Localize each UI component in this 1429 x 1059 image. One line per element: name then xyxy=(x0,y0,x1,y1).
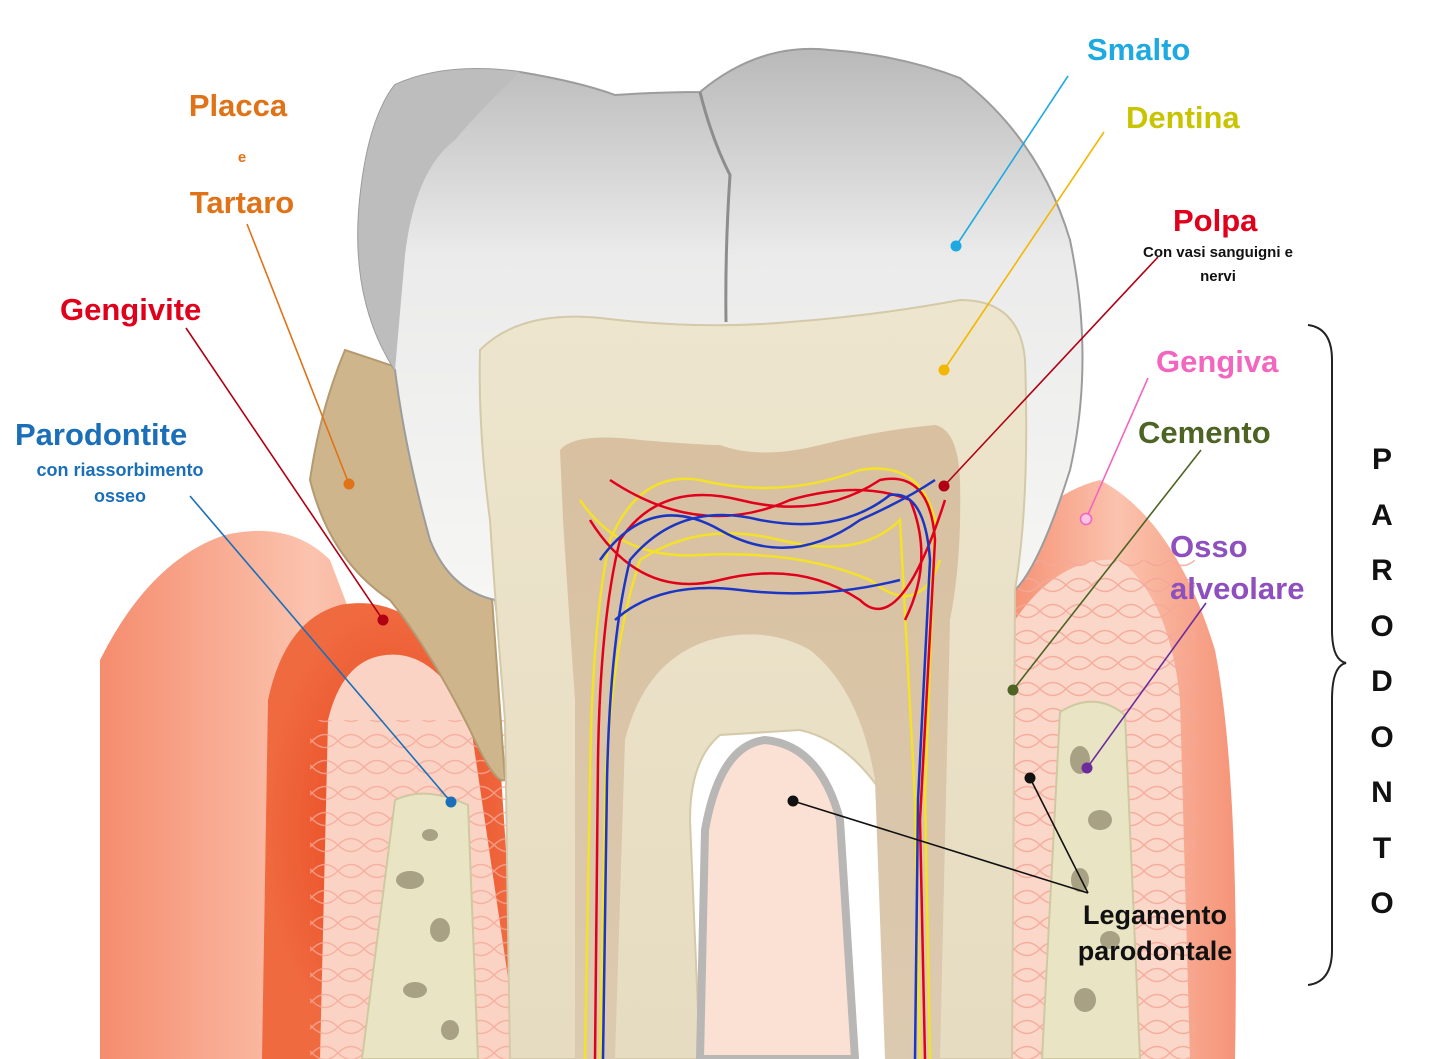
marker-parodontite xyxy=(445,796,457,808)
marker-cemento xyxy=(1007,684,1019,696)
parodonto-letter: N xyxy=(1371,776,1393,809)
label-placca-e: e xyxy=(237,149,247,166)
label-alveolare: alveolare xyxy=(1170,571,1305,606)
label-polpa: Polpa xyxy=(1173,203,1258,238)
label-tartaro: Tartaro xyxy=(189,185,295,220)
parodonto-brace xyxy=(1307,324,1347,986)
marker-dentina xyxy=(938,364,950,376)
leader-gengivite xyxy=(185,327,384,621)
leader-gengiva xyxy=(1085,377,1149,520)
marker-legamento-b xyxy=(1024,772,1036,784)
parodonto-letter: D xyxy=(1371,665,1393,698)
occlusal-groove xyxy=(698,91,732,323)
label-gengiva: Gengiva xyxy=(1156,344,1279,379)
parodonto-letter: O xyxy=(1370,720,1394,754)
leader-legamento-b xyxy=(1029,777,1089,894)
parodonto-letter: T xyxy=(1372,831,1392,865)
pulp-chamber xyxy=(560,425,961,1059)
bone-left xyxy=(360,792,480,1059)
label-legamento-2: parodontale xyxy=(1077,936,1233,966)
leader-cemento xyxy=(1012,449,1202,691)
leader-placca xyxy=(246,223,350,485)
leader-polpa xyxy=(943,256,1159,487)
label-polpa-sub-1: Con vasi sanguigni e xyxy=(1142,244,1294,261)
marker-smalto xyxy=(950,240,962,252)
label-smalto: Smalto xyxy=(1087,32,1191,67)
leader-smalto xyxy=(955,75,1069,247)
marker-placca xyxy=(343,478,355,490)
marker-osso xyxy=(1081,762,1093,774)
parodonto-letter: R xyxy=(1371,554,1393,587)
leader-lines xyxy=(185,75,1207,894)
label-dentina: Dentina xyxy=(1126,100,1240,135)
label-parodontite: Parodontite xyxy=(15,417,188,452)
label-osso: Osso xyxy=(1170,529,1248,564)
label-gengivite: Gengivite xyxy=(60,292,202,327)
parodonto-letter: O xyxy=(1370,887,1394,920)
leader-dentina xyxy=(943,131,1105,371)
parodonto-letter: A xyxy=(1371,498,1393,532)
leader-legamento-a xyxy=(792,800,1089,894)
label-cemento: Cemento xyxy=(1138,415,1271,450)
label-polpa-sub-2: nervi xyxy=(1200,268,1236,285)
marker-gengivite xyxy=(377,614,389,626)
label-parodontite-sub-2: osseo xyxy=(93,486,147,506)
crown-grey-side xyxy=(358,68,520,370)
marker-gengiva xyxy=(1079,512,1093,526)
parodonto-letter: O xyxy=(1370,609,1394,643)
root-inner-cavity xyxy=(695,735,860,1059)
parodonto-vertical-label: P A R O D O N T O xyxy=(1362,432,1402,932)
label-parodontite-sub-1: con riassorbimento xyxy=(36,460,204,480)
pulp-vessels-nerves xyxy=(578,467,947,1059)
label-placca: Placca xyxy=(188,88,288,123)
parodonto-letter: P xyxy=(1371,443,1392,476)
tooth xyxy=(357,47,1084,1059)
marker-legamento-a xyxy=(787,795,799,807)
label-legamento-1: Legamento xyxy=(1082,900,1228,930)
leader-osso xyxy=(1086,602,1207,769)
leader-parodontite xyxy=(189,495,452,803)
marker-polpa xyxy=(938,480,950,492)
